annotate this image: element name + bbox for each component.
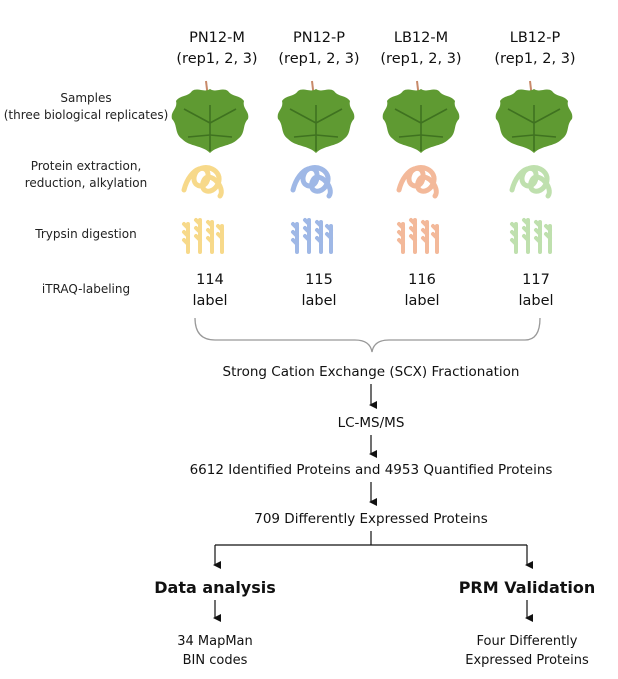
sample-header-lb12-p: LB12-P (rep1, 2, 3) [480,28,590,70]
peptide-fragments-icon [182,218,224,254]
sample-replicates: (rep1, 2, 3) [176,51,258,67]
step-scx-fractionation: Strong Cation Exchange (SCX) Fractionati… [222,364,520,380]
sample-name: PN12-P [292,30,346,46]
grape-leaf-icon [382,80,460,153]
grape-leaf-icon [277,80,355,153]
branch-title-prm-validation: PRM Validation [458,578,596,597]
result-mapman-bins: 34 MapMan BIN codes [177,634,253,668]
row-label-extraction: Protein extraction, reduction, alkylatio… [24,159,148,190]
row-label-samples: Samples (three biological replicates) [3,91,169,122]
row-label-labeling: iTRAQ-labeling [41,282,131,296]
sample-name: LB12-M [393,30,449,46]
itraq-label-117: 117 label [518,272,554,309]
protein-tangle-icon [290,165,333,199]
protein-tangle-icon [396,165,439,199]
peptide-fragments-icon [397,218,439,254]
step-differential-proteins: 709 Differently Expressed Proteins [254,511,488,527]
sample-name: LB12-P [509,30,561,46]
protein-tangle-icon [509,165,552,199]
branch-title-data-analysis: Data analysis [154,578,276,597]
sample-name: PN12-M [189,30,245,46]
sample-header-lb12-m: LB12-M (rep1, 2, 3) [366,28,476,70]
sample-replicates: (rep1, 2, 3) [380,51,462,67]
peptide-fragments-icon [510,218,552,254]
peptide-fragments-icon [291,218,333,254]
sample-replicates: (rep1, 2, 3) [494,51,576,67]
result-four-proteins: Four Differently Expressed Proteins [465,634,589,668]
itraq-label-116: 116 label [404,272,440,309]
grape-leaf-icon [495,80,573,153]
itraq-label-115: 115 label [301,272,337,309]
protein-tangle-icon [181,165,224,199]
row-label-digestion: Trypsin digestion [35,227,137,241]
grape-leaf-icon [171,80,249,153]
itraq-label-114: 114 label [192,272,228,309]
sample-header-pn12-m: PN12-M (rep1, 2, 3) [162,28,272,70]
step-identified-proteins: 6612 Identified Proteins and 4953 Quanti… [189,462,553,478]
sample-header-pn12-p: PN12-P (rep1, 2, 3) [264,28,374,70]
step-lc-ms-ms: LC-MS/MS [337,415,405,431]
sample-replicates: (rep1, 2, 3) [278,51,360,67]
